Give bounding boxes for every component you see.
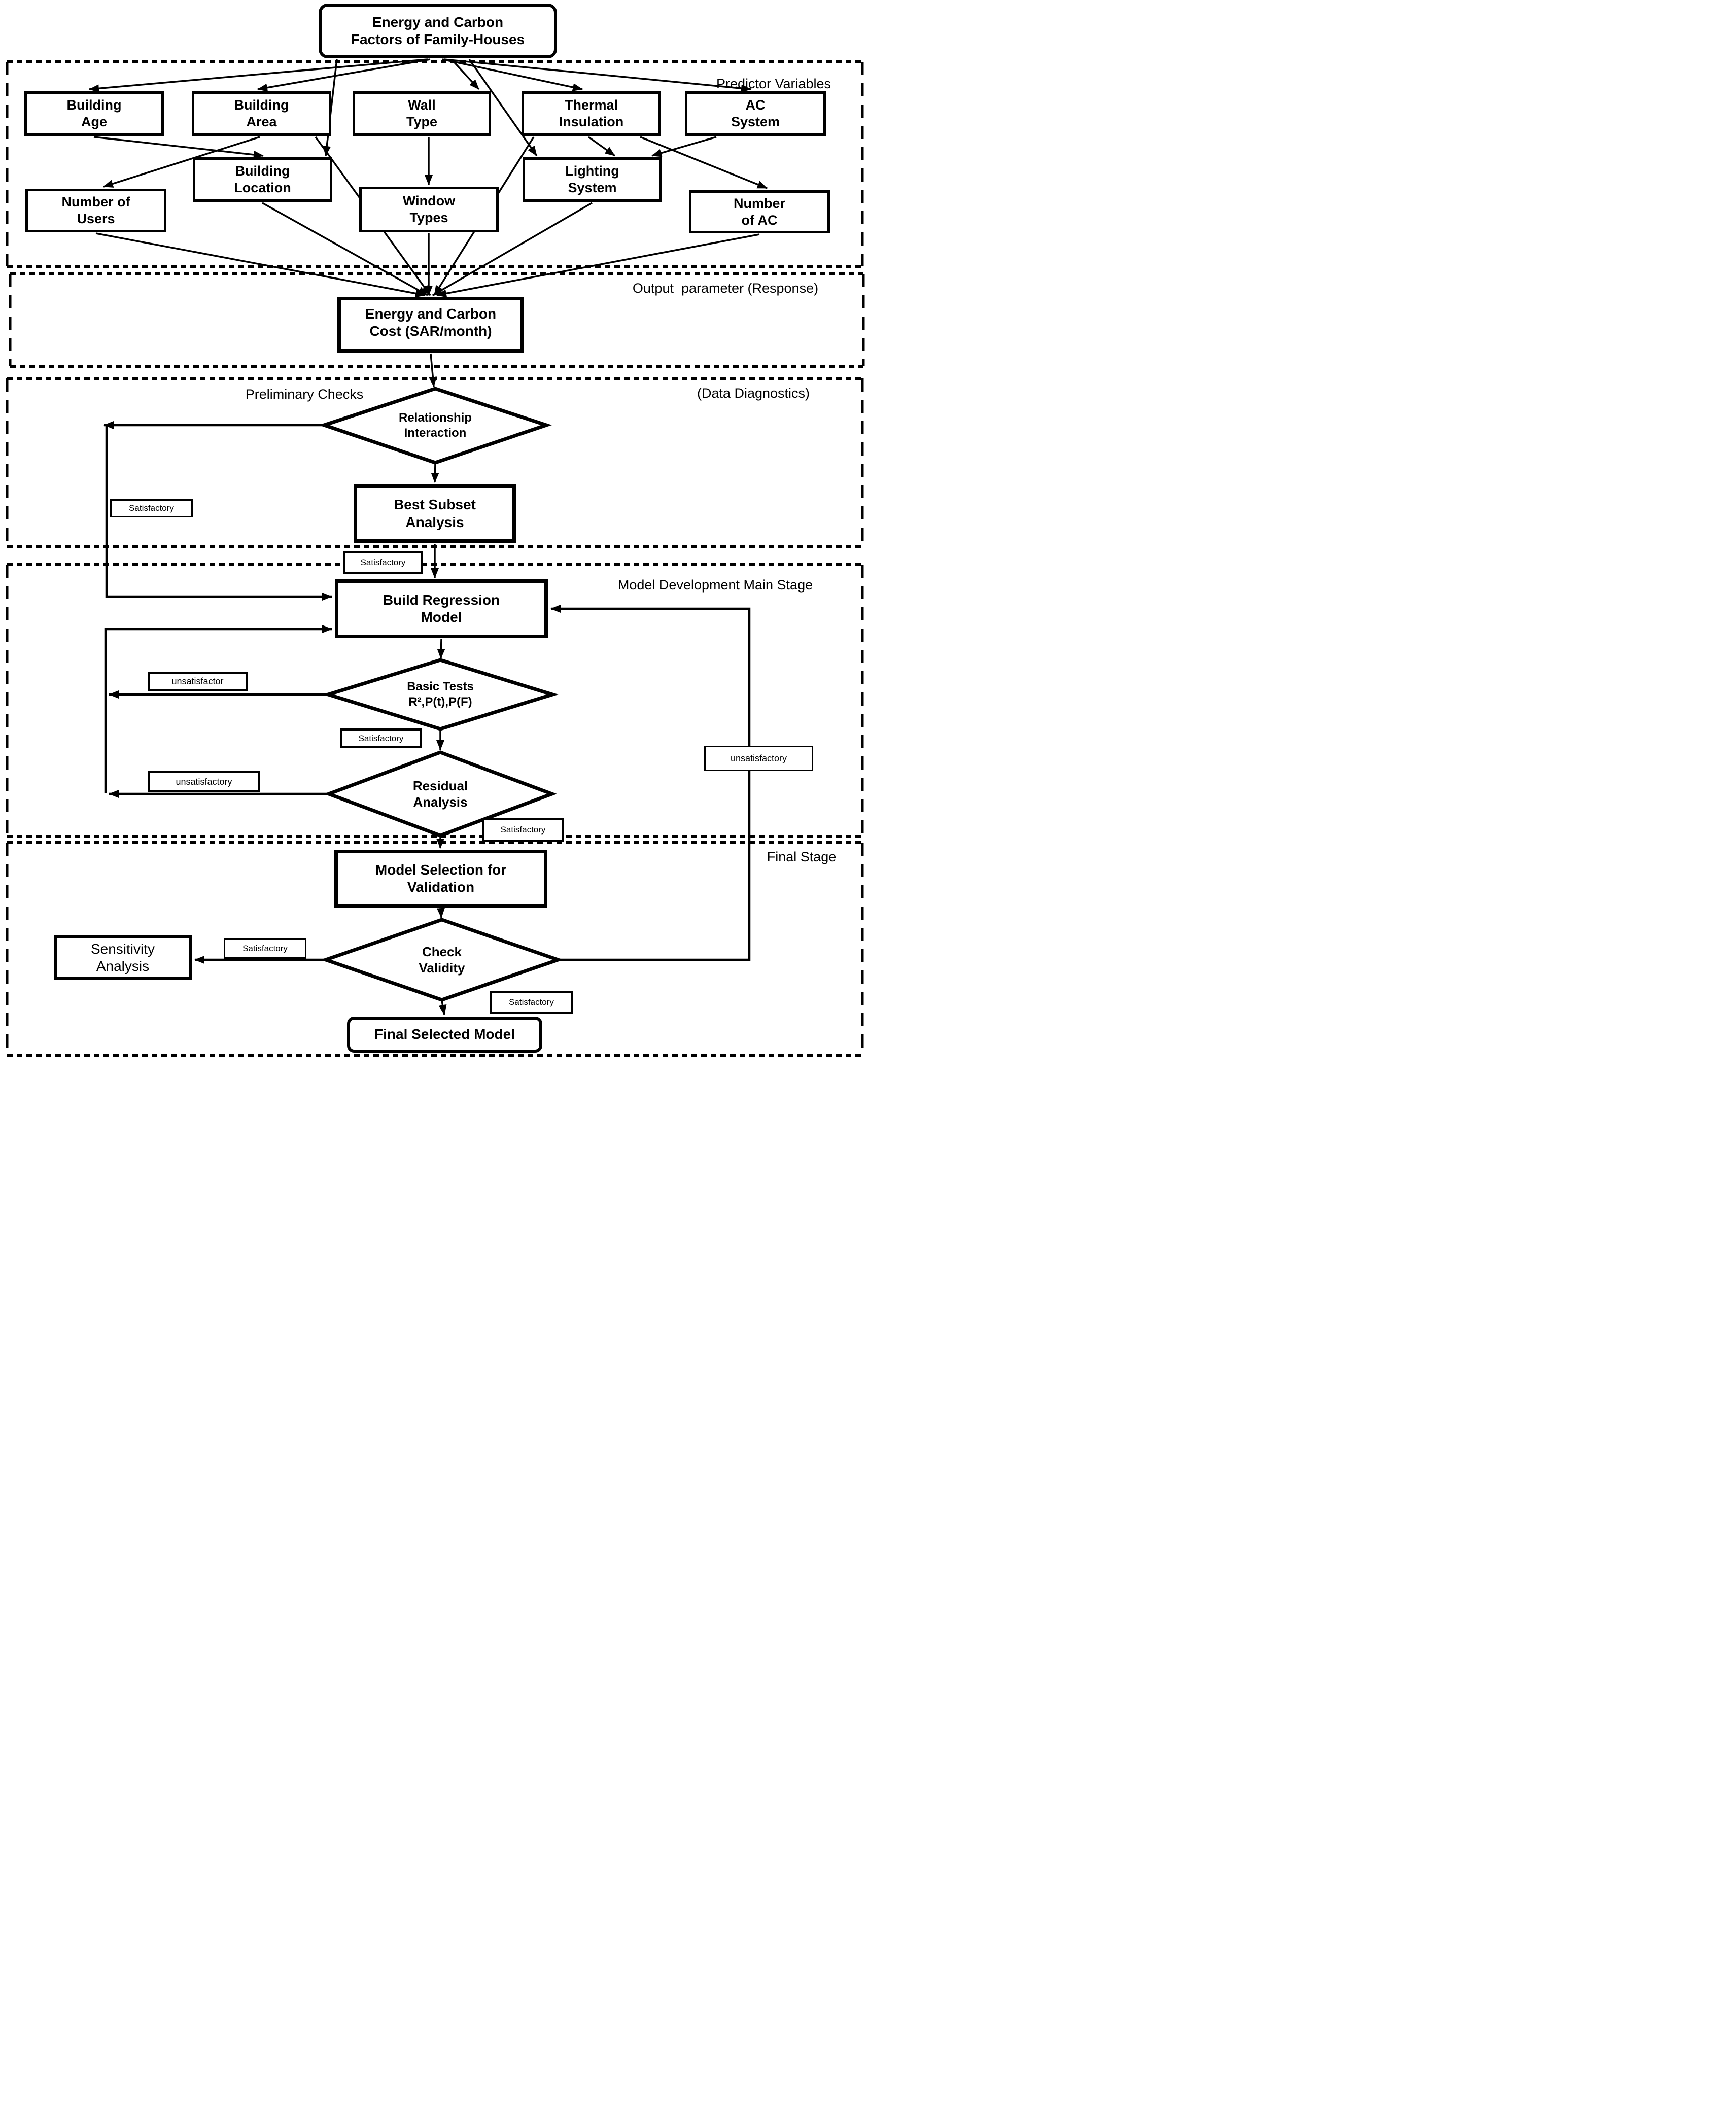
node-thermal-insulation: Thermal Insulation xyxy=(522,91,661,136)
model-development-section-label: Model Development Main Stage xyxy=(617,577,813,593)
final-stage-section-label: Final Stage xyxy=(767,849,837,864)
edge-label-satisfactory-6: Satisfactory xyxy=(490,991,573,1014)
node-energy-carbon-cost: Energy and Carbon Cost (SAR/month) xyxy=(337,297,524,353)
edge-label-satisfactory-3: Satisfactory xyxy=(340,728,422,748)
node-best-subset-analysis: Best Subset Analysis xyxy=(354,484,516,543)
node-final-selected-model: Final Selected Model xyxy=(347,1017,542,1053)
edge-label-satisfactory-5: Satisfactory xyxy=(224,938,306,959)
section-frame-predictor-variables xyxy=(6,60,864,268)
edge-label-satisfactory-4: Satisfactory xyxy=(482,818,564,842)
check-validity-label: Check Validity xyxy=(419,944,465,976)
predictor-variables-section-label: Predictor Variables xyxy=(716,76,831,91)
edge-label-unsatisfactor-1: unsatisfactor xyxy=(148,672,248,691)
edge-label-satisfactory-2: Satisfactory xyxy=(343,551,423,574)
node-number-of-users: Number of Users xyxy=(25,189,166,232)
edge-label-unsatisfactory-3: unsatisfactory xyxy=(704,746,813,771)
node-wall-type: Wall Type xyxy=(353,91,491,136)
relationship-interaction-diamond-shape xyxy=(318,387,552,465)
node-model-selection-validation: Model Selection for Validation xyxy=(334,850,547,908)
main-flow-arrows xyxy=(429,353,447,1015)
relationship-interaction-label: Relationship Interaction xyxy=(398,411,472,440)
basic-tests-diamond-shape xyxy=(322,658,559,731)
node-ac-system: AC System xyxy=(685,91,826,136)
node-building-age: Building Age xyxy=(24,91,164,136)
node-build-regression-model: Build Regression Model xyxy=(335,579,548,638)
flow-diagram: Predictor Variables Output parameter (Re… xyxy=(0,0,868,1060)
basic-tests-label: Basic Tests R²,P(t),P(F) xyxy=(407,680,474,709)
output-parameter-section-label: Output parameter (Response) xyxy=(632,280,819,296)
section-frame-output-parameter xyxy=(9,272,865,368)
fanout-arrows xyxy=(89,58,751,157)
node-building-area: Building Area xyxy=(192,91,331,136)
title-node-energy-carbon-factors: Energy and Carbon Factors of Family-Hous… xyxy=(319,4,557,58)
node-lighting-system: Lighting System xyxy=(523,157,662,202)
check-validity-diamond-shape xyxy=(320,918,564,1002)
data-diagnostics-section-label: (Data Diagnostics) xyxy=(697,385,810,401)
diagram-lines-layer xyxy=(6,58,865,1057)
section-frame-final-stage xyxy=(6,841,864,1057)
residual-analysis-label: Residual Analysis xyxy=(412,778,468,810)
edge-label-satisfactory-1: Satisfactory xyxy=(110,499,193,517)
node-number-of-ac: Number of AC xyxy=(689,190,830,233)
node-building-location: Building Location xyxy=(193,157,332,202)
node-window-types: Window Types xyxy=(359,187,499,232)
preliminary-checks-section-label: Preliminary Checks xyxy=(245,386,364,402)
edge-label-unsatisfactory-2: unsatisfactory xyxy=(148,771,260,792)
predictor-cross-arrows xyxy=(93,136,768,189)
residual-analysis-diamond-shape xyxy=(323,750,558,838)
node-sensitivity-analysis: Sensitivity Analysis xyxy=(54,935,192,980)
feedback-lines xyxy=(103,421,751,964)
